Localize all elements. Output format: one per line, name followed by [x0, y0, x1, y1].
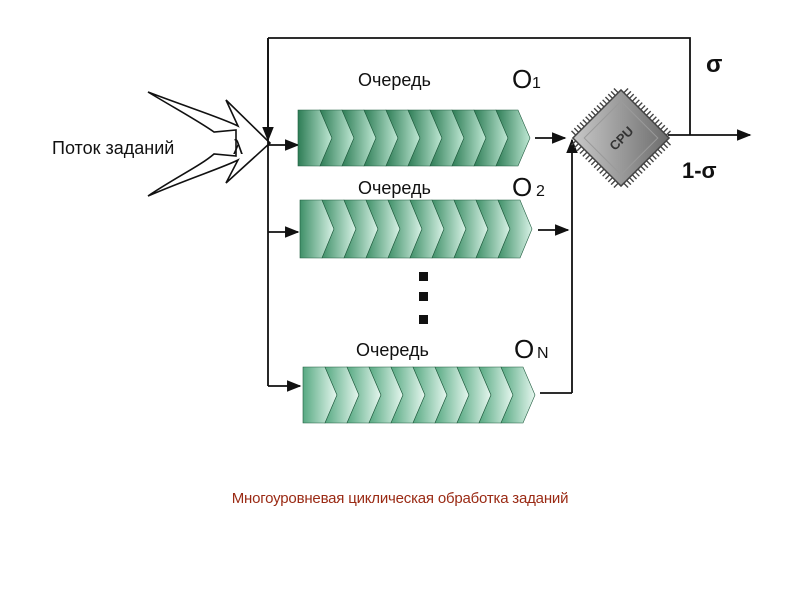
queue-chevron	[495, 109, 531, 167]
cpu-pin	[651, 116, 657, 122]
queue-n-subscript: N	[537, 345, 549, 362]
cpu-pin	[607, 177, 614, 183]
cpu-pin	[613, 182, 619, 188]
cpu-pin	[582, 119, 588, 125]
queue-1-subscript: 1	[532, 75, 541, 92]
cpu-pin	[665, 140, 671, 146]
cpu-pin	[626, 179, 632, 186]
cpu-pin	[599, 168, 605, 174]
queue-2-subscript: 2	[536, 183, 545, 200]
cpu-pin	[648, 157, 655, 163]
cpu-pin	[576, 145, 582, 152]
cpu-pin	[634, 171, 640, 177]
cpu-pin	[576, 124, 582, 131]
feedback-probability-label: σ	[706, 51, 722, 78]
cpu-pin	[571, 130, 577, 136]
cpu-pin	[602, 99, 608, 105]
cpu-pin	[645, 110, 652, 116]
cpu-pin	[662, 127, 669, 133]
diagram-caption: Многоуровневая циклическая обработка зад…	[231, 490, 569, 507]
cpu-pin	[579, 121, 585, 128]
cpu-pin	[596, 104, 602, 111]
cpu-pin	[579, 148, 585, 155]
cpu-pin	[599, 102, 605, 108]
cpu-pin	[654, 119, 660, 125]
cpu-pin	[645, 160, 652, 166]
queue-1-chevrons	[297, 109, 531, 167]
cpu-pin	[637, 102, 643, 108]
cpu-pin	[596, 165, 602, 172]
cpu-pin	[631, 96, 638, 102]
cpu-pin	[623, 88, 629, 94]
cpu-pin	[648, 113, 655, 119]
cpu-pin	[610, 179, 616, 186]
cpu-pin	[634, 99, 640, 105]
cpu-pin	[573, 143, 580, 149]
queue-1-label: Очередь	[358, 70, 431, 90]
cpu-pin	[640, 165, 646, 172]
cpu-pin	[660, 124, 666, 131]
cpu-pin	[631, 174, 638, 180]
queue-chevron	[500, 366, 536, 424]
cpu-pin	[582, 151, 588, 157]
input-stream-label: Поток заданий	[52, 138, 174, 158]
cpu-pin	[573, 127, 580, 133]
cpu-pin	[613, 88, 619, 94]
cpu-pin	[607, 93, 614, 99]
cpu-pin	[654, 151, 660, 157]
cpu-pin	[610, 90, 616, 97]
queue-2-label: Очередь	[358, 178, 431, 198]
cpu-pin	[662, 143, 669, 149]
cpu-pin	[623, 182, 629, 188]
cpu-pin	[660, 145, 666, 152]
cpu-pin	[590, 110, 597, 116]
cpu-pin	[585, 154, 591, 160]
cpu-pin	[643, 162, 649, 169]
queue-n-symbol: O	[514, 334, 534, 364]
feedback-loop-line	[268, 37, 691, 135]
cpu-pin	[604, 174, 611, 180]
cpu-pin	[590, 160, 597, 166]
cpu-pin	[657, 148, 663, 155]
cpu-pin	[665, 130, 671, 136]
cpu-pin	[593, 107, 599, 114]
cpu-pin	[628, 93, 635, 99]
incoming-stream-arrow	[147, 91, 272, 197]
cpu-pin	[628, 177, 635, 183]
cpu-pin	[626, 90, 632, 97]
cpu-pin	[637, 168, 643, 174]
cpu-pin	[651, 154, 657, 160]
cpu-pin	[643, 107, 649, 114]
cpu-pin	[602, 171, 608, 177]
cpu-pin	[640, 104, 646, 111]
cpu-pin	[657, 121, 663, 128]
cpu-pin	[587, 113, 594, 119]
queue-n-label: Очередь	[356, 340, 429, 360]
cpu-pin	[587, 157, 594, 163]
queue-2-symbol: O	[512, 172, 532, 202]
queue-chevron	[497, 199, 533, 259]
lambda-symbol: λ	[233, 137, 243, 159]
cpu-chip: CPU	[571, 88, 671, 188]
exit-probability-label: 1-σ	[682, 158, 717, 183]
queue-n-chevrons	[302, 366, 536, 424]
queue-1-symbol: O	[512, 64, 532, 94]
queue-2-chevrons	[299, 199, 533, 259]
cpu-pin	[585, 116, 591, 122]
cpu-pin	[571, 140, 577, 146]
more-queues-ellipsis	[419, 272, 428, 324]
cpu-pin	[604, 96, 611, 102]
cpu-pin	[593, 162, 599, 169]
